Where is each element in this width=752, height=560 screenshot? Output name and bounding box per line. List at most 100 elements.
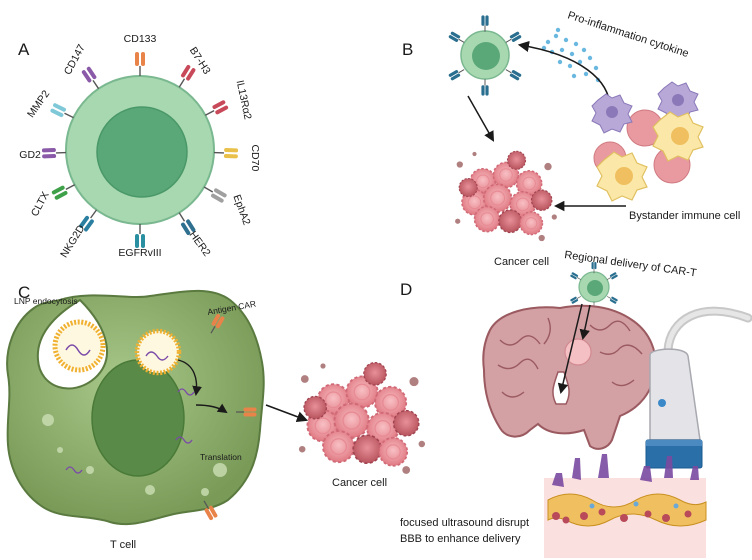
- antigen-label-3: CD70: [249, 144, 261, 171]
- antigen-receptor-5: [178, 212, 196, 236]
- mrna-strands: [65, 388, 195, 474]
- debris-dot: [551, 214, 557, 220]
- antigen-receptor-2: [204, 100, 229, 116]
- lnp-particle-1: [52, 319, 106, 373]
- translation-label: Translation: [200, 452, 242, 462]
- cytokine-label: Pro-inflammation cytokine: [566, 9, 690, 60]
- cancer-cluster-c: [298, 361, 426, 474]
- antigen-label-8: CLTX: [29, 190, 52, 219]
- cytokine-dot: [593, 65, 599, 71]
- antigen-label-7: NKG2D: [58, 223, 88, 260]
- regional-delivery-label: Regional delivery of CAR-T: [564, 249, 698, 279]
- cancer-cluster-b: [455, 150, 557, 242]
- cancer-cell-blob: [322, 430, 356, 464]
- lnp-particle-2: [134, 328, 182, 376]
- cytokine-dot: [555, 27, 561, 33]
- t-cell-label: T cell: [110, 539, 136, 551]
- antigen-receptor-0: [135, 52, 145, 76]
- panel-c: C LNP endocytosis Translation: [6, 283, 426, 551]
- t-cell-vesicles: [42, 414, 227, 496]
- panel-d-letter: D: [400, 280, 412, 299]
- t-cell-nucleus: [91, 359, 185, 477]
- car-t-cell-d: [569, 261, 619, 314]
- antigen-label-10: MMP2: [25, 88, 52, 120]
- cytokine-dot: [567, 63, 573, 69]
- cytokine-dot: [545, 39, 551, 45]
- bbb-vessel-section: [544, 454, 707, 558]
- brain-folds: [497, 317, 643, 398]
- debris-dot: [300, 375, 309, 383]
- antigen-label-0: CD133: [124, 33, 157, 45]
- cytokine-particles: [541, 27, 601, 83]
- debris-dot: [409, 377, 419, 387]
- cancer-cell-blob: [530, 189, 553, 211]
- cancer-cell-blob: [352, 434, 383, 465]
- cytokine-dot: [571, 73, 577, 79]
- cytokine-dot: [569, 51, 575, 57]
- cancer-cell-blob: [392, 409, 420, 437]
- cytokine-dot: [557, 59, 563, 65]
- panel-b: B Pro-inflammation cytokine: [402, 9, 740, 268]
- car-t-cell-nucleus: [96, 106, 188, 198]
- cancer-cell-blob: [498, 209, 523, 234]
- antigen-receptor-1: [178, 64, 196, 88]
- debris-dot: [544, 162, 552, 171]
- antigen-label-9: GD2: [19, 149, 41, 161]
- lnp-label: LNP endocytosis: [14, 296, 78, 306]
- cytokine-exchange-arrow: [517, 40, 616, 111]
- cancer-cell-blob: [506, 150, 527, 170]
- cytokine-dot: [583, 71, 589, 77]
- antigen-receptor-7: [79, 209, 98, 232]
- cancer-cell-blob: [378, 436, 409, 467]
- cancer-label-c: Cancer cell: [332, 477, 387, 489]
- cancer-cell-blob: [473, 205, 501, 233]
- antigen-label-5: HER2: [187, 229, 213, 259]
- debris-dot: [456, 161, 463, 168]
- panel-d: D Regional delivery of CAR-T: [400, 249, 752, 558]
- cytokine-dot: [587, 55, 593, 61]
- debris-dot: [472, 151, 477, 157]
- car-t-cell-b: [448, 15, 522, 96]
- brain-section: [482, 304, 657, 450]
- debris-dot: [455, 218, 461, 224]
- cancer-cell-blob: [458, 178, 478, 198]
- cytokine-dot: [581, 47, 587, 53]
- translation-arrow: [195, 403, 228, 414]
- debris-dot: [402, 466, 411, 474]
- debris-dot: [320, 363, 326, 369]
- panel-c-letter: C: [18, 283, 30, 302]
- cancer-cell-blob: [519, 211, 544, 236]
- cytokine-dot: [573, 41, 579, 47]
- tcell-to-cancer-arrow: [265, 404, 309, 423]
- antigen-receptor-11: [81, 66, 100, 90]
- antigen-receptor-3: [213, 148, 239, 159]
- panel-a-letter: A: [18, 40, 30, 59]
- delivery-arrow-ventricle: [557, 303, 583, 395]
- cancer-cell-blob: [363, 361, 387, 386]
- cytokine-dot: [553, 33, 559, 39]
- fus-line-2: BBB to enhance delivery: [400, 533, 521, 545]
- antigen-label-2: IL13Rα2: [234, 79, 254, 121]
- debris-dot: [418, 440, 426, 448]
- antigen-label-6: EGFRvIII: [118, 247, 161, 259]
- antigen-receptor-10: [50, 103, 74, 119]
- fus-line-1: focused ultrasound disrupt: [400, 517, 529, 529]
- cytokine-dot: [559, 47, 565, 53]
- debris-dot: [538, 234, 545, 242]
- panel-a: A CD133B7-H3IL13Rα2CD70EphA2HER2EGFRvIII…: [18, 33, 261, 260]
- antigen-label-4: EphA2: [230, 193, 252, 227]
- antigen-receptor-8: [51, 184, 76, 200]
- lnp-release-arrow: [177, 359, 202, 396]
- debris-dot: [298, 445, 306, 453]
- bystander-label: Bystander immune cell: [629, 210, 740, 222]
- bystander-immune-cells: [591, 81, 704, 202]
- antigen-receptor-6: [135, 224, 145, 248]
- ultrasound-probe: [645, 306, 752, 469]
- delivery-arrow-tumor: [579, 304, 591, 341]
- cytokine-dot: [563, 37, 569, 43]
- cancer-label-b: Cancer cell: [494, 256, 549, 268]
- panel-b-letter: B: [402, 40, 413, 59]
- antigen-receptor-4: [203, 186, 227, 203]
- antigen-receptor-9: [41, 148, 67, 159]
